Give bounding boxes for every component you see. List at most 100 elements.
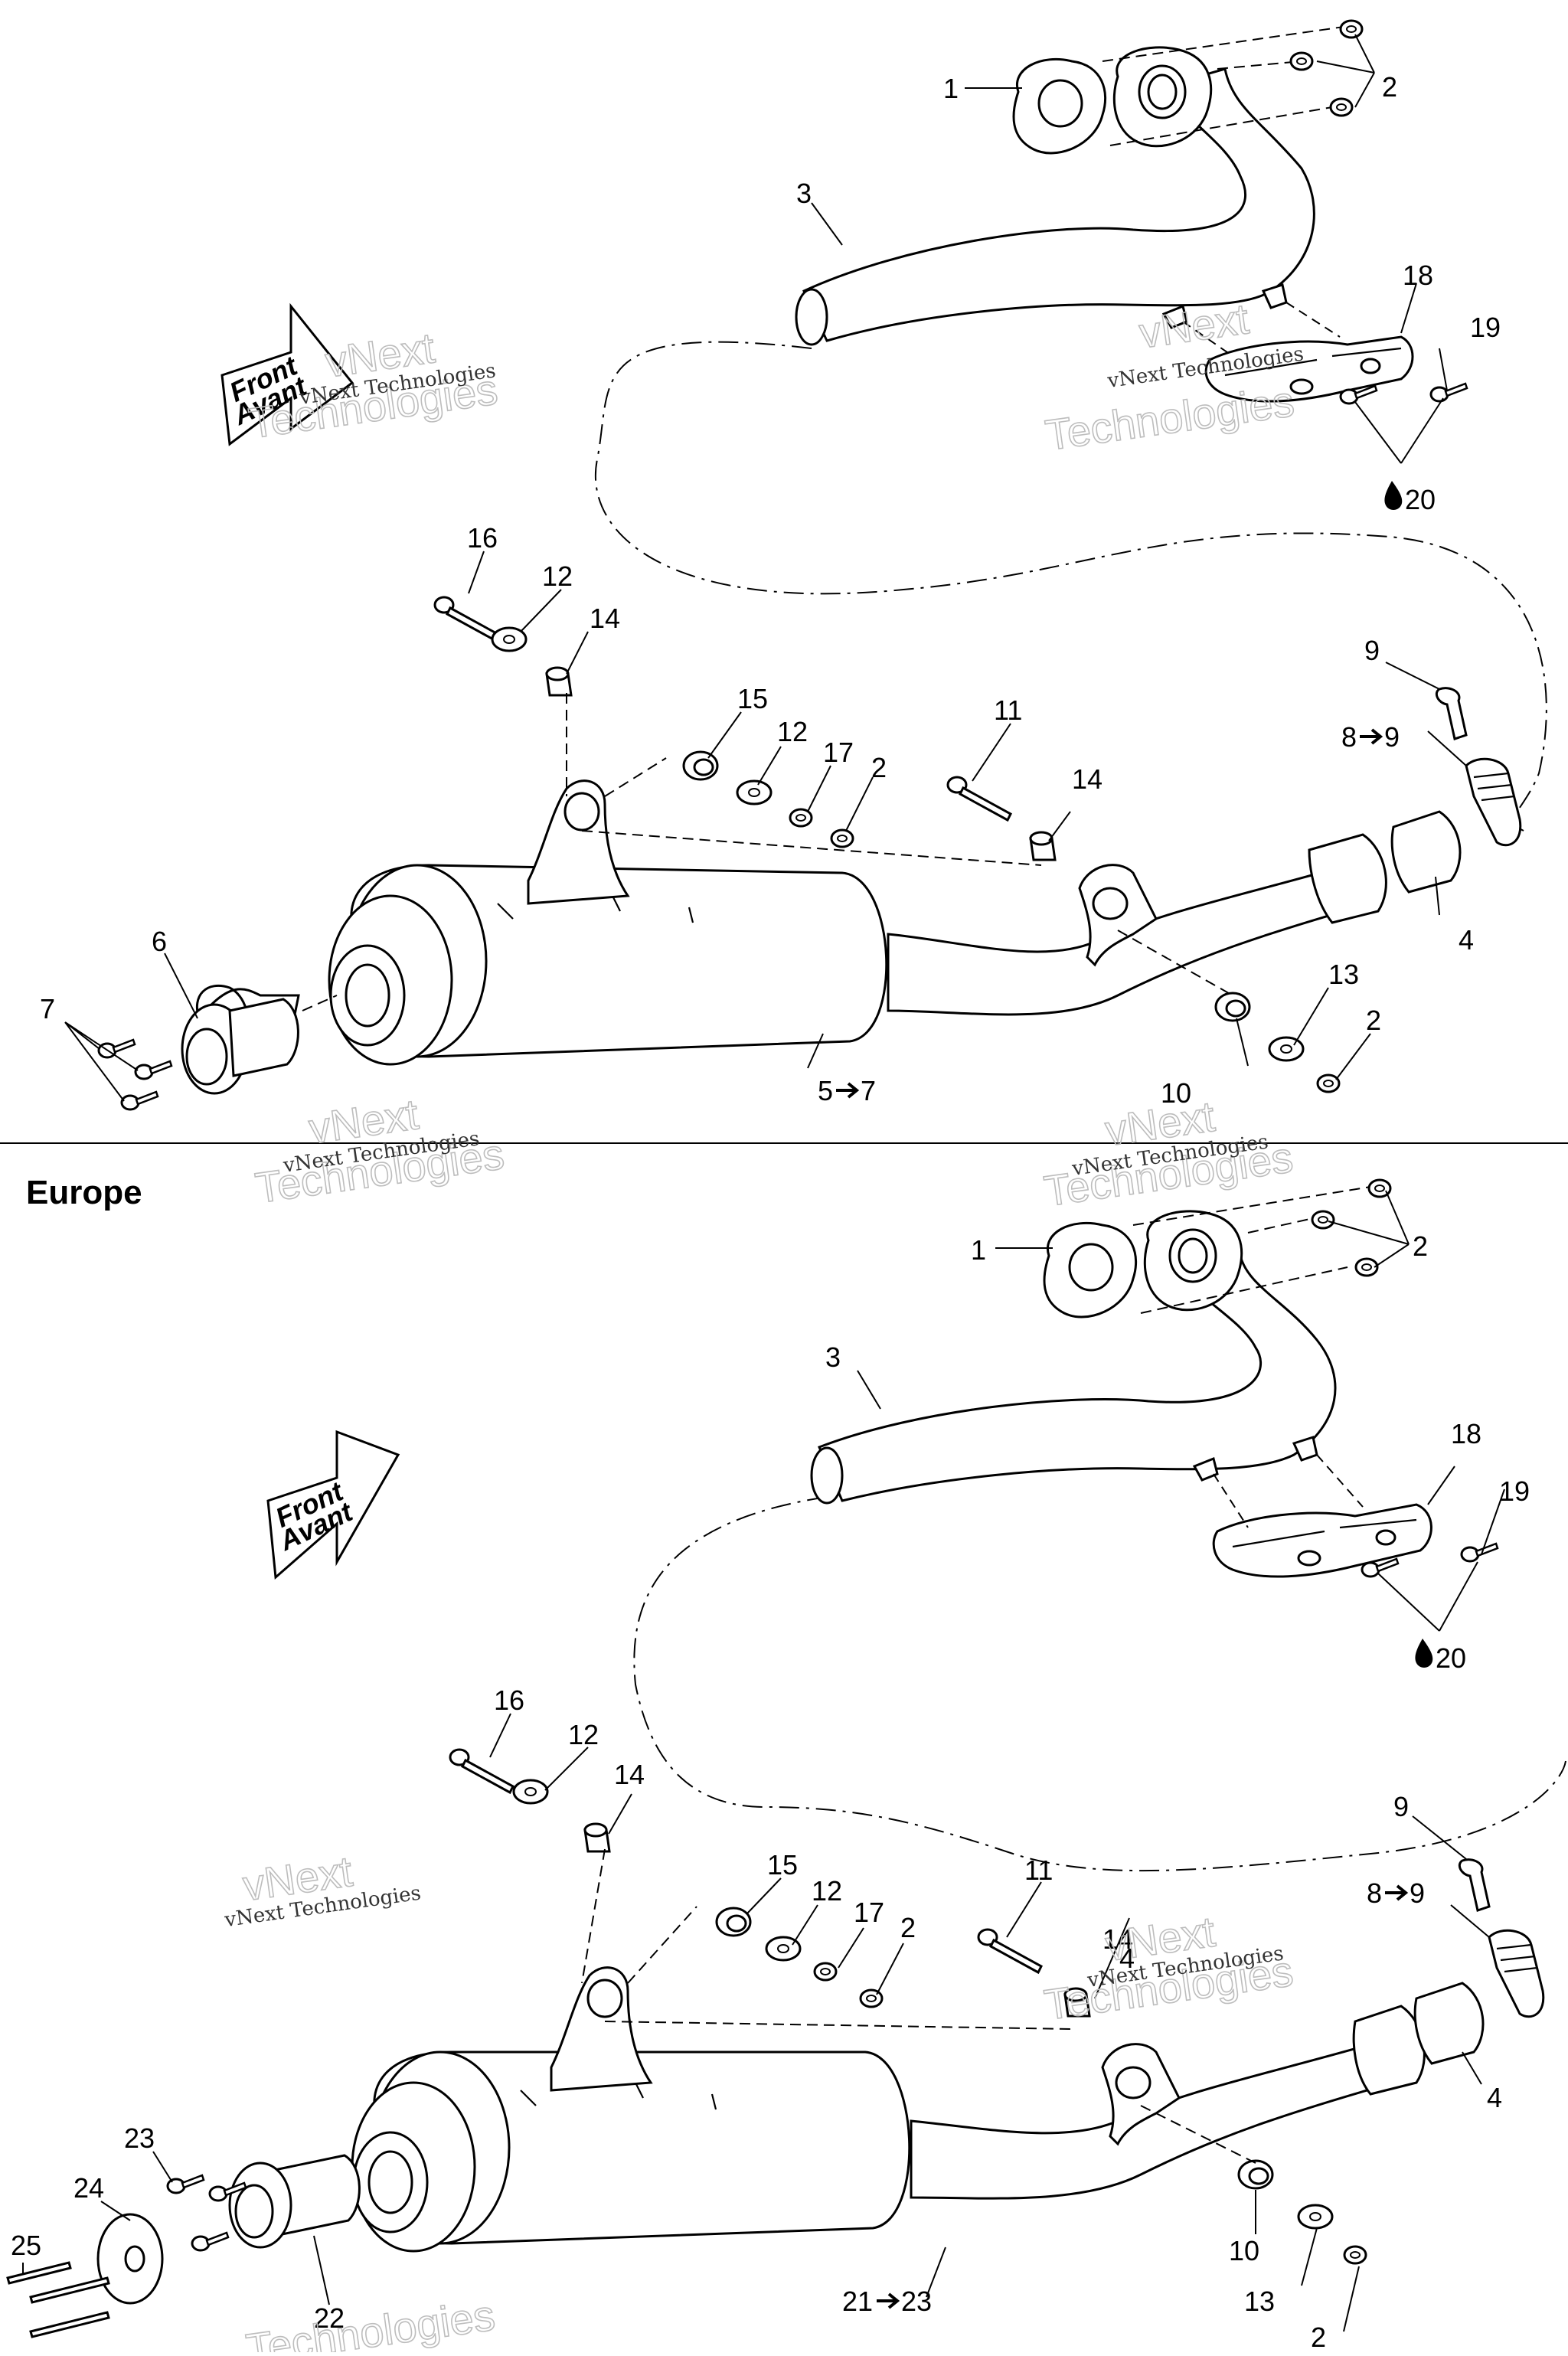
callout-14: 14 [1102, 1923, 1133, 1955]
europe-exhaust-diagram: Front Avant 1 2 3 18 19 20 16 12 14 15 1… [6, 1178, 1566, 2353]
svg-text:21: 21 [842, 2286, 873, 2317]
callout-15: 15 [737, 683, 768, 714]
callout-10: 10 [1161, 1077, 1191, 1109]
drop-icon [1415, 1639, 1433, 1668]
routing-outline [633, 1496, 1566, 1872]
svg-text:23: 23 [901, 2286, 932, 2317]
callout-16: 16 [494, 1684, 524, 1716]
callout-6: 6 [152, 926, 167, 957]
section-title: Europe [26, 1174, 142, 1211]
bolt [6, 2261, 72, 2285]
nut [1329, 97, 1354, 117]
header-pipe [818, 1254, 1337, 1502]
callout-4: 4 [1459, 924, 1474, 956]
callout-18: 18 [1451, 1418, 1481, 1449]
callout-8-to-9: 8 9 [1341, 721, 1400, 753]
bolt [449, 1748, 514, 1794]
muffler-bracket [550, 1966, 653, 2092]
watermark: vNext Technologies vNext Technologies [1040, 1907, 1296, 2030]
screw [120, 1090, 159, 1111]
nut [1316, 1073, 1341, 1093]
front-arrow-icon: Front Avant [266, 1430, 400, 1580]
callout-2: 2 [1311, 2322, 1326, 2352]
grommet [715, 1907, 752, 1937]
callout-11: 11 [1024, 1854, 1053, 1886]
callout-12: 12 [568, 1719, 599, 1750]
washer [1268, 1036, 1305, 1062]
exhaust-seal [1390, 810, 1462, 894]
arrow-right-icon [1360, 728, 1383, 745]
callout-20: 20 [1436, 1642, 1466, 1674]
callout-25: 25 [11, 2230, 41, 2261]
arrow-right-icon [836, 1082, 860, 1099]
svg-text:7: 7 [861, 1075, 876, 1106]
callout-4: 4 [1487, 2082, 1502, 2113]
standard-exhaust-diagram: Front Avant 1 2 3 18 19 20 16 12 14 15 1… [40, 19, 1547, 1111]
nut [1289, 51, 1314, 71]
screw [1460, 1542, 1499, 1563]
watermark: vNext Technologies vNext Technologies [252, 1089, 508, 1212]
screw [1429, 382, 1468, 403]
callout-14: 14 [1072, 763, 1102, 795]
header-pipe-end [795, 288, 828, 346]
bolt [29, 2311, 110, 2338]
arrow-right-icon [877, 2292, 900, 2309]
callout-16: 16 [467, 522, 498, 554]
spring-bolt [1435, 687, 1468, 740]
svg-text:Technologies: Technologies [243, 2291, 498, 2352]
screw [191, 2231, 230, 2252]
callout-15: 15 [767, 1849, 798, 1881]
callout-13: 13 [1328, 959, 1359, 990]
callout-14: 14 [614, 1759, 645, 1790]
callout-12: 12 [777, 716, 808, 747]
nut [813, 1962, 838, 1982]
svg-text:8: 8 [1367, 1877, 1382, 1909]
svg-text:8: 8 [1341, 721, 1357, 753]
bolt [977, 1928, 1043, 1974]
callout-4: 4 [1119, 1943, 1135, 1974]
washer [736, 779, 773, 805]
callout-10: 10 [1229, 2235, 1259, 2266]
muffler-bracket [527, 779, 630, 905]
exhaust-seal [1413, 1982, 1485, 2065]
screw [134, 1060, 173, 1080]
callout-19: 19 [1499, 1475, 1530, 1507]
washer [1297, 2204, 1334, 2230]
callout-17: 17 [854, 1897, 884, 1928]
callout-2: 2 [871, 752, 887, 783]
svg-text:9: 9 [1384, 721, 1400, 753]
callout-12: 12 [812, 1875, 842, 1907]
callout-12: 12 [542, 560, 573, 592]
callout-14: 14 [590, 603, 620, 634]
callout-24: 24 [74, 2172, 104, 2204]
callout-21-to-23: 21 23 [842, 2286, 932, 2317]
screw [166, 2174, 205, 2194]
callout-18: 18 [1403, 260, 1433, 291]
callout-2: 2 [1413, 1230, 1428, 1262]
grommet [682, 750, 719, 781]
header-pipe [802, 67, 1315, 342]
callout-1: 1 [943, 73, 959, 104]
bolt [433, 596, 499, 642]
nut [1339, 19, 1364, 39]
callout-11: 11 [994, 694, 1022, 726]
svg-text:Technologies: Technologies [1043, 377, 1297, 459]
spring-bolt [1458, 1858, 1491, 1912]
callout-2: 2 [1366, 1005, 1381, 1036]
bolt [946, 776, 1012, 822]
arrow-right-icon [1385, 1884, 1409, 1901]
nut [1343, 2245, 1367, 2265]
nut [1354, 1257, 1379, 1277]
bolt [29, 2276, 110, 2304]
drop-icon [1384, 481, 1403, 510]
pipe-clamp [1308, 833, 1387, 924]
spacer [583, 1822, 611, 1853]
callout-8-to-9: 8 9 [1367, 1877, 1425, 1909]
callout-20: 20 [1405, 484, 1436, 515]
grommet [1214, 992, 1251, 1022]
heat-shield [1212, 1503, 1432, 1578]
callout-3: 3 [825, 1341, 841, 1373]
callout-2: 2 [1382, 71, 1397, 103]
callout-13: 13 [1244, 2286, 1275, 2317]
